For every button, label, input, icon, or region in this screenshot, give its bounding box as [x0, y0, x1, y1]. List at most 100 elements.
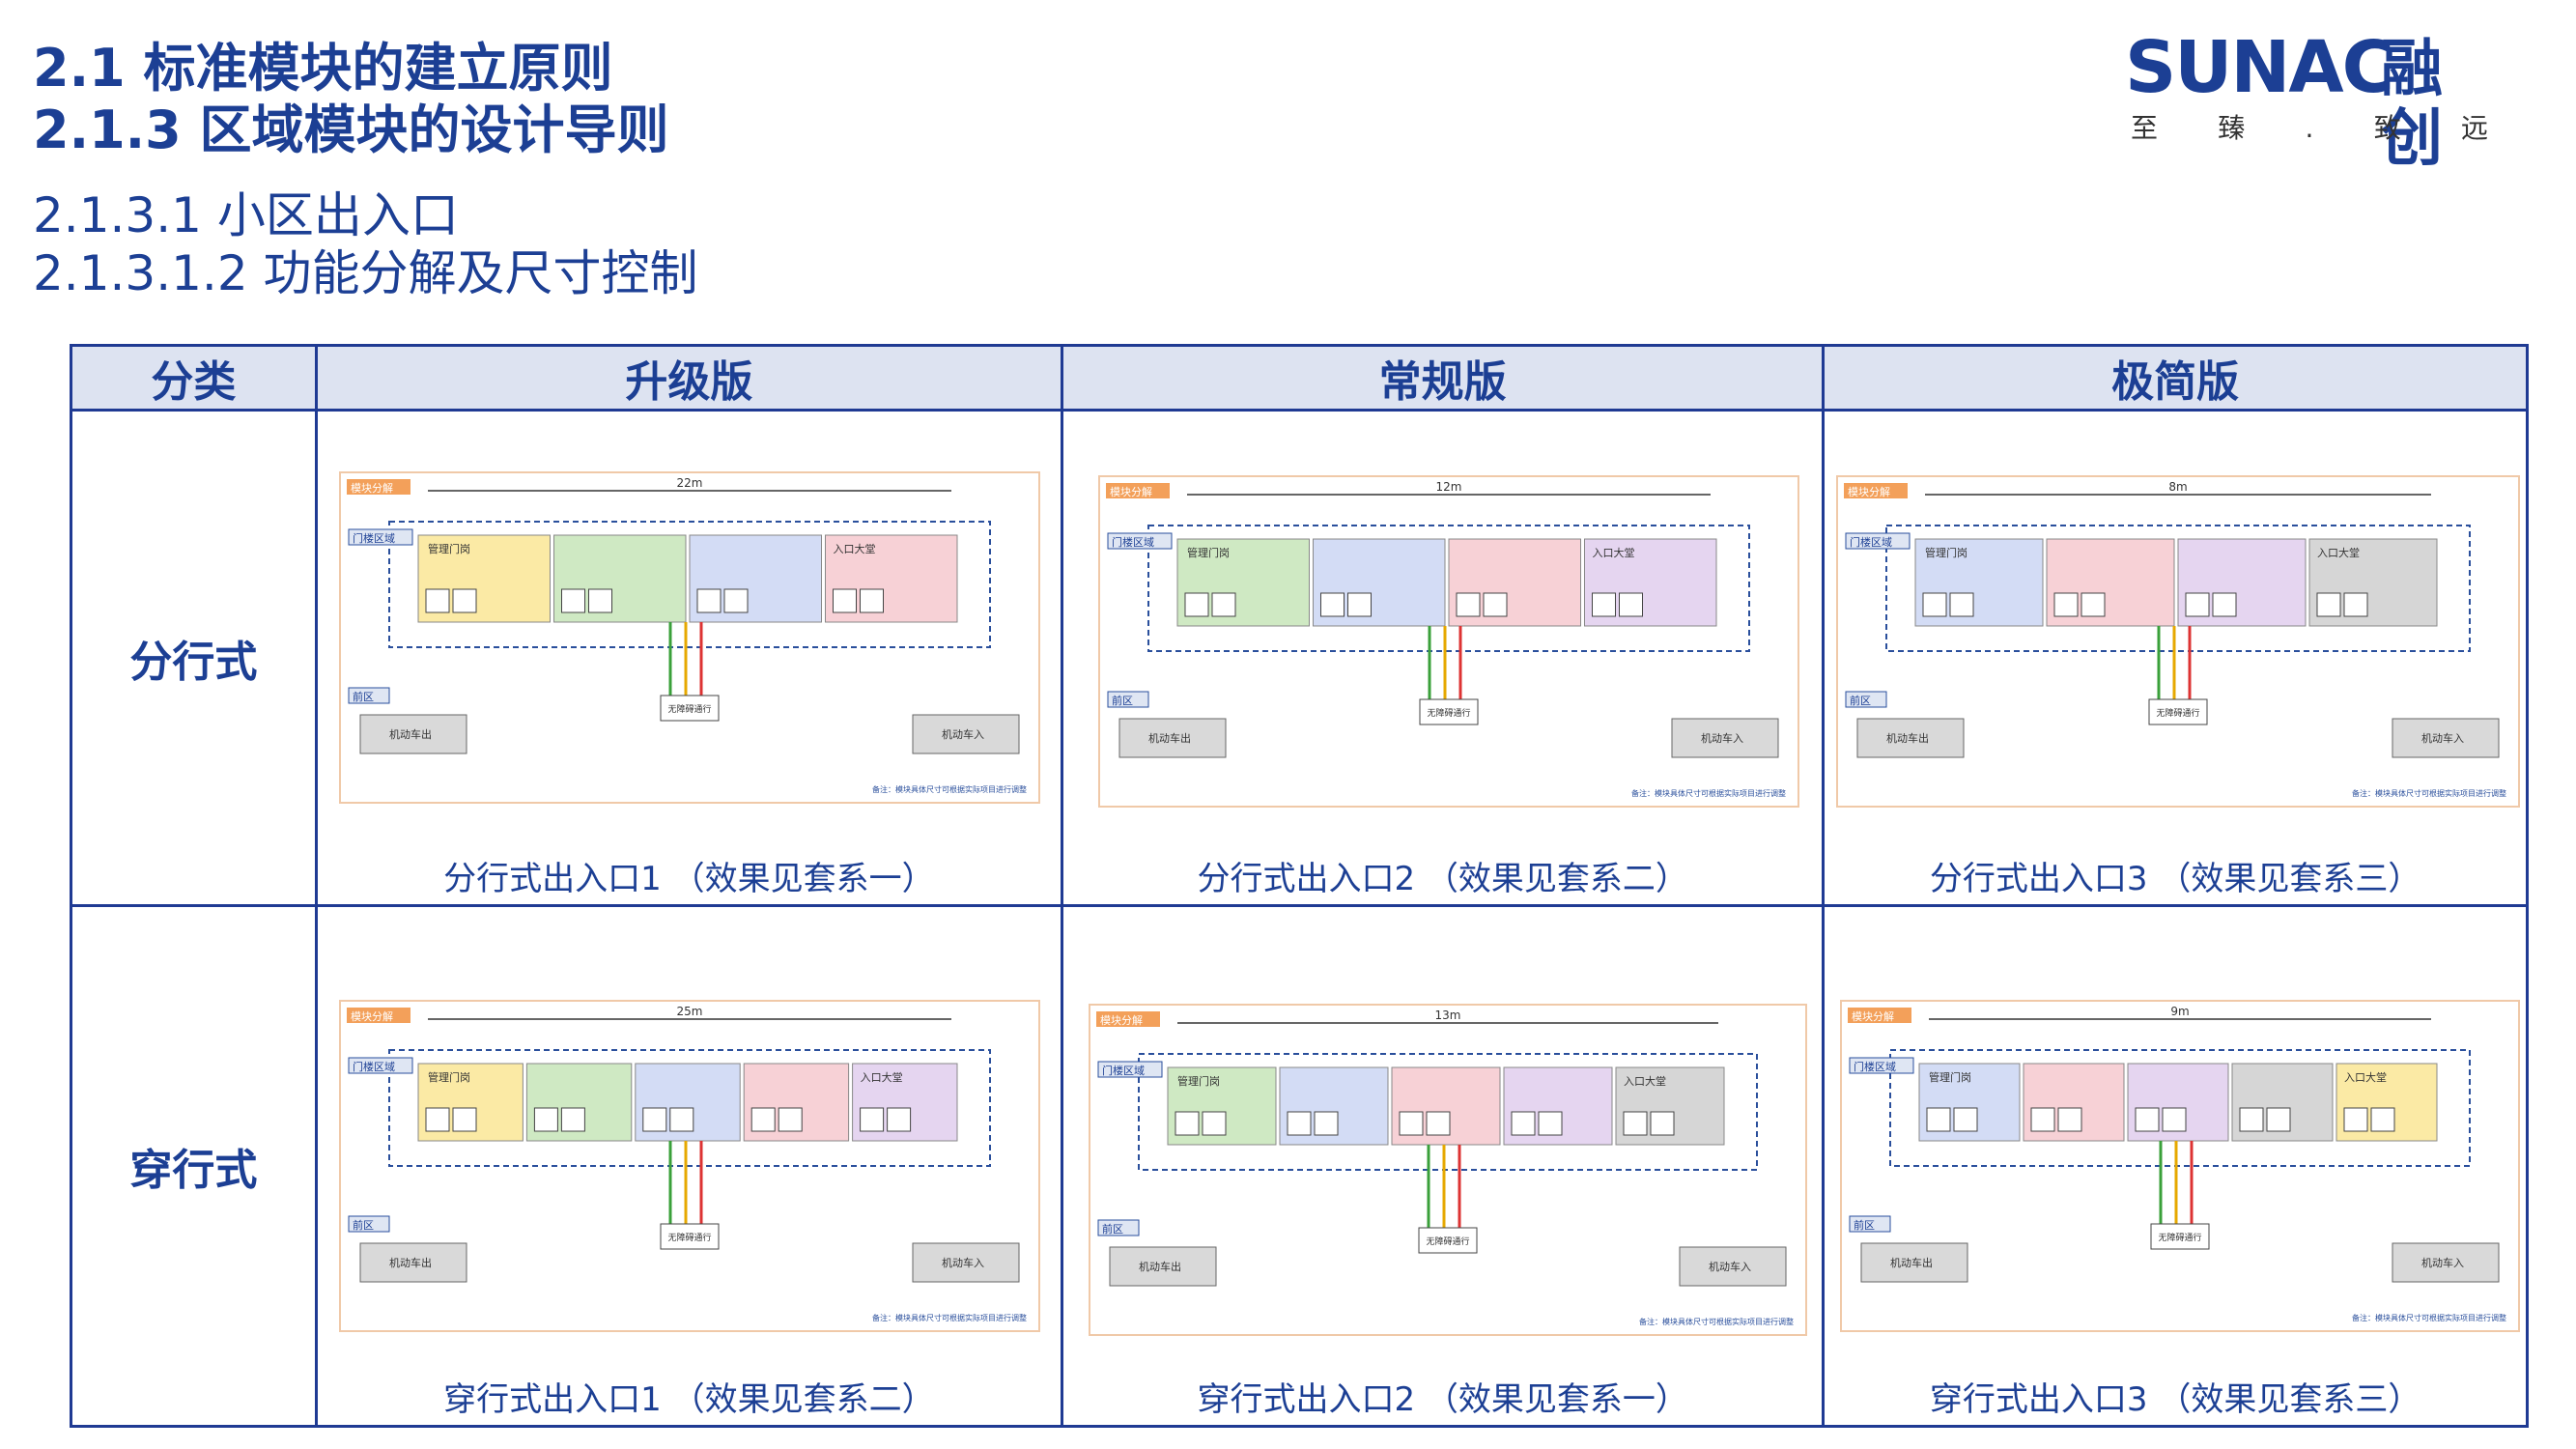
facility-icon — [1619, 592, 1644, 617]
car-in-label: 机动车入 — [2421, 731, 2464, 745]
front-zone-tag-bg — [348, 687, 390, 704]
car-out-box — [1118, 718, 1227, 758]
car-out-label: 机动车出 — [1890, 1256, 1933, 1269]
gate-zone-box — [1889, 1049, 2472, 1167]
gate-zone-label: 门楼区域 — [1102, 1064, 1145, 1077]
diagram-note: 备注：模块具体尺寸可根据实际项目进行调整 — [1639, 1317, 1794, 1326]
gate-zone-label: 门楼区域 — [1112, 535, 1154, 549]
dimension-label: 22m — [676, 476, 702, 490]
gate-zone-label: 门楼区域 — [1854, 1060, 1896, 1073]
facility-icon — [425, 1107, 450, 1132]
facility-icon — [1184, 592, 1209, 617]
facility-icon — [2057, 1107, 2082, 1132]
facility-icon — [1511, 1111, 1536, 1136]
diagram-svg: 模块分解门楼区域12m管理门岗入口大堂前区机动车出机动车入无障碍通行备注：模块具… — [1106, 480, 1786, 798]
subsection-title: 2.1.3 区域模块的设计导则 — [33, 99, 669, 160]
facility-icon — [1926, 1107, 1951, 1132]
gate-zone-box — [1885, 525, 2472, 652]
diagram-caption: 分行式出入口2 （效果见套系二） — [1197, 860, 1688, 898]
car-in-label: 机动车入 — [942, 1256, 984, 1269]
facility-icon — [425, 588, 450, 613]
diagram-caption: 分行式出入口1 （效果见套系一） — [443, 860, 935, 898]
diagram-caption: 分行式出入口3 （效果见套系三） — [1929, 860, 2421, 898]
diagram-note: 备注：模块具体尺寸可根据实际项目进行调整 — [2352, 1313, 2506, 1322]
car-out-box — [359, 1242, 467, 1283]
gate-zone-tag-bg — [1849, 1057, 1914, 1074]
facility-icon — [778, 1107, 803, 1132]
module-label: 管理门岗 — [1177, 1074, 1220, 1088]
diagram-tag: 模块分解 — [351, 1009, 393, 1023]
gate-zone-tag-bg — [1845, 532, 1911, 550]
facility-icon — [2343, 1107, 2368, 1132]
gate-zone-tag-bg — [348, 1057, 413, 1074]
car-out-label: 机动车出 — [1139, 1260, 1181, 1273]
diagram-svg: 模块分解门楼区域8m管理门岗入口大堂前区机动车出机动车入无障碍通行备注：模块具体… — [1844, 480, 2506, 798]
gate-zone-label: 门楼区域 — [1850, 535, 1892, 549]
car-out-box — [1856, 718, 1965, 758]
diagram-tag: 模块分解 — [351, 481, 393, 495]
facility-icon — [560, 588, 585, 613]
diagram-tag: 模块分解 — [1110, 485, 1152, 498]
subtopic-title: 2.1.3.1.2 功能分解及尺寸控制 — [33, 245, 698, 301]
facility-icon — [560, 1107, 585, 1132]
module-label: 入口大堂 — [860, 1070, 902, 1084]
barrier-free-box — [660, 695, 720, 722]
barrier-free-box — [1419, 698, 1479, 725]
logo-cn: 融创 — [2381, 34, 2443, 175]
car-out-label: 机动车出 — [389, 727, 432, 741]
car-out-box — [359, 714, 467, 754]
car-in-label: 机动车入 — [1701, 731, 1743, 745]
facility-icon — [2185, 592, 2210, 617]
facility-icon — [859, 588, 884, 613]
facility-icon — [2053, 592, 2079, 617]
car-in-box — [2392, 1242, 2500, 1283]
header-upgrade: 升级版 — [314, 344, 1064, 412]
diagram-svg: 模块分解门楼区域13m管理门岗入口大堂前区机动车出机动车入无障碍通行备注：模块具… — [1096, 1009, 1794, 1326]
barrier-free-box — [1418, 1227, 1478, 1254]
gate-zone-tag-bg — [348, 528, 413, 546]
facility-icon — [2266, 1107, 2291, 1132]
car-out-box — [1109, 1246, 1217, 1287]
facility-icon — [1314, 1111, 1339, 1136]
car-in-box — [1671, 718, 1779, 758]
facility-icon — [2030, 1107, 2055, 1132]
facility-icon — [1426, 1111, 1451, 1136]
gate-zone-tag-bg — [1107, 532, 1173, 550]
diagram-caption: 穿行式出入口1 （效果见套系二） — [443, 1380, 935, 1419]
row-label: 分行式 — [70, 409, 318, 907]
section-title: 2.1 标准模块的建立原则 — [33, 38, 613, 99]
facility-icon — [1483, 592, 1508, 617]
gate-zone-box — [1147, 525, 1751, 652]
barrier-free-label: 无障碍通行 — [2159, 1232, 2202, 1243]
logo-slogan: 至 臻 . 致 远 — [2131, 112, 2488, 144]
car-out-box — [1860, 1242, 1968, 1283]
front-zone-label: 前区 — [1112, 694, 1133, 707]
barrier-free-label: 无障碍通行 — [1427, 1236, 1470, 1247]
facility-icon — [2212, 592, 2237, 617]
facility-icon — [2081, 592, 2106, 617]
facility-icon — [2135, 1107, 2160, 1132]
facility-icon — [832, 588, 857, 613]
facility-icon — [1202, 1111, 1227, 1136]
facility-icon — [723, 588, 749, 613]
dimension-label: 25m — [676, 1005, 702, 1018]
header-standard: 常规版 — [1061, 344, 1826, 412]
facility-icon — [1922, 592, 1947, 617]
diagram-svg: 模块分解门楼区域25m管理门岗入口大堂前区机动车出机动车入无障碍通行备注：模块具… — [346, 1005, 1027, 1322]
facility-icon — [452, 1107, 477, 1132]
facility-icon — [2316, 592, 2341, 617]
diagram-tag-bg — [346, 479, 410, 495]
facility-icon — [1949, 592, 1974, 617]
front-zone-label: 前区 — [353, 1218, 374, 1232]
